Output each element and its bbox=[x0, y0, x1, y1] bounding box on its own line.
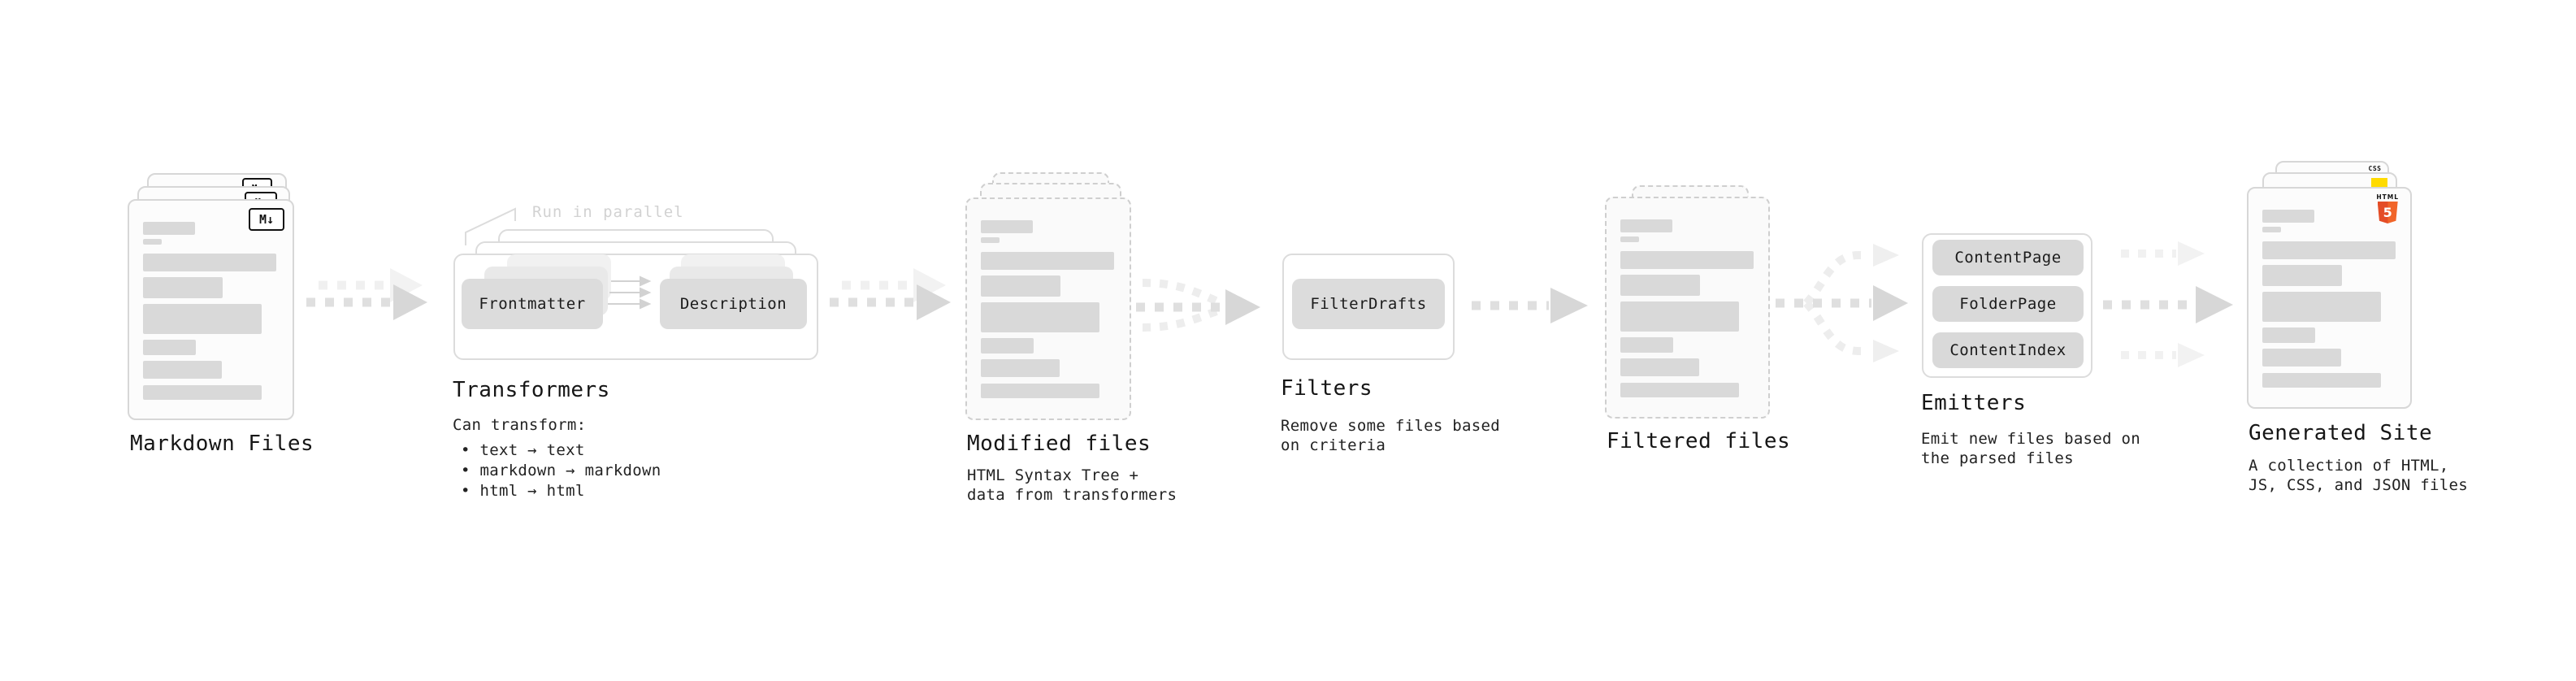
text-line-placeholder bbox=[981, 338, 1034, 354]
emitter-pill-folder-page: FolderPage bbox=[1932, 286, 2084, 322]
text-line-placeholder bbox=[981, 252, 1114, 270]
transformers-bullet: • markdown → markdown bbox=[461, 462, 661, 479]
stage-label-modified-files: Modified files bbox=[967, 432, 1151, 456]
text-line-placeholder bbox=[2262, 349, 2341, 367]
text-line-placeholder bbox=[981, 384, 1099, 398]
flow-arrow-triple bbox=[2103, 241, 2233, 367]
transformer-input-pill: Frontmatter bbox=[462, 279, 603, 329]
text-line-placeholder bbox=[1620, 275, 1700, 296]
emitter-pill-content-page: ContentPage bbox=[1932, 240, 2084, 275]
stage-label-filtered-files: Filtered files bbox=[1607, 429, 1791, 453]
filters-desc: on criteria bbox=[1281, 436, 1386, 454]
text-line-placeholder bbox=[143, 361, 222, 379]
text-line-placeholder bbox=[143, 385, 262, 400]
text-line-placeholder bbox=[143, 239, 162, 245]
html5-icon-label: HTML bbox=[2376, 193, 2399, 201]
stage-label-generated-site: Generated Site bbox=[2249, 421, 2433, 445]
text-line-placeholder bbox=[2262, 265, 2342, 286]
text-line-placeholder bbox=[981, 237, 1000, 243]
transformers-bullet: • text → text bbox=[461, 441, 585, 459]
flow-arrow bbox=[830, 268, 951, 320]
filter-pill: FilterDrafts bbox=[1292, 279, 1445, 329]
text-line-placeholder bbox=[1620, 301, 1739, 332]
text-line-placeholder bbox=[143, 277, 223, 298]
text-line-placeholder bbox=[2262, 327, 2315, 343]
stage-label-transformers: Transformers bbox=[453, 378, 610, 402]
flow-arrow-diverge bbox=[1776, 244, 1908, 362]
html5-icon-number: 5 bbox=[2383, 204, 2392, 220]
modified-files-desc: data from transformers bbox=[967, 486, 1177, 504]
generated-site-desc: A collection of HTML, bbox=[2249, 457, 2449, 475]
generated-html-card: HTML 5 bbox=[2247, 187, 2412, 409]
text-line-placeholder bbox=[2262, 373, 2381, 388]
text-line-placeholder bbox=[1620, 358, 1699, 376]
filters-desc: Remove some files based bbox=[1281, 417, 1500, 435]
flow-arrow bbox=[306, 268, 427, 320]
text-line-placeholder bbox=[981, 220, 1033, 233]
emitters-desc: Emit new files based on bbox=[1921, 430, 2140, 448]
stage-label-filters: Filters bbox=[1281, 376, 1373, 401]
run-in-parallel-note: Run in parallel bbox=[532, 203, 684, 221]
markdown-file-card-front: M↓ bbox=[128, 199, 294, 420]
text-line-placeholder bbox=[1620, 337, 1673, 353]
generated-site-desc: JS, CSS, and JSON files bbox=[2249, 476, 2468, 494]
stage-label-emitters: Emitters bbox=[1921, 391, 2027, 415]
text-line-placeholder bbox=[2262, 210, 2314, 223]
flow-arrow bbox=[1472, 288, 1588, 323]
emitter-pill-content-index: ContentIndex bbox=[1932, 332, 2084, 368]
text-line-placeholder bbox=[1620, 236, 1639, 242]
text-line-placeholder bbox=[143, 304, 262, 334]
text-line-placeholder bbox=[981, 302, 1099, 332]
css-icon-label: CSS bbox=[2368, 165, 2382, 172]
html5-icon-shield: 5 bbox=[2377, 202, 2398, 223]
text-line-placeholder bbox=[143, 340, 196, 355]
text-line-placeholder bbox=[981, 359, 1060, 377]
text-line-placeholder bbox=[1620, 383, 1739, 397]
html5-icon: HTML 5 bbox=[2376, 193, 2399, 223]
transformer-output-pill: Description bbox=[660, 279, 807, 329]
parallel-arrows-icon bbox=[608, 275, 652, 310]
markdown-icon: M↓ bbox=[249, 208, 284, 231]
flow-arrow-converge bbox=[1136, 279, 1260, 332]
text-line-placeholder bbox=[981, 275, 1060, 297]
text-line-placeholder bbox=[1620, 251, 1754, 269]
text-line-placeholder bbox=[143, 222, 195, 235]
text-line-placeholder bbox=[2262, 241, 2396, 259]
note-leader-line bbox=[465, 207, 516, 245]
text-line-placeholder bbox=[2262, 292, 2381, 322]
transformers-desc-title: Can transform: bbox=[453, 416, 587, 434]
modified-file-card-front bbox=[965, 197, 1131, 420]
stage-label-markdown-files: Markdown Files bbox=[130, 432, 314, 456]
transformers-bullet: • html → html bbox=[461, 482, 585, 500]
filtered-file-card-front bbox=[1605, 197, 1770, 419]
text-line-placeholder bbox=[2262, 227, 2281, 232]
text-line-placeholder bbox=[143, 254, 276, 271]
emitters-desc: the parsed files bbox=[1921, 449, 2074, 467]
text-line-placeholder bbox=[1620, 219, 1672, 232]
modified-files-desc: HTML Syntax Tree + bbox=[967, 466, 1139, 484]
